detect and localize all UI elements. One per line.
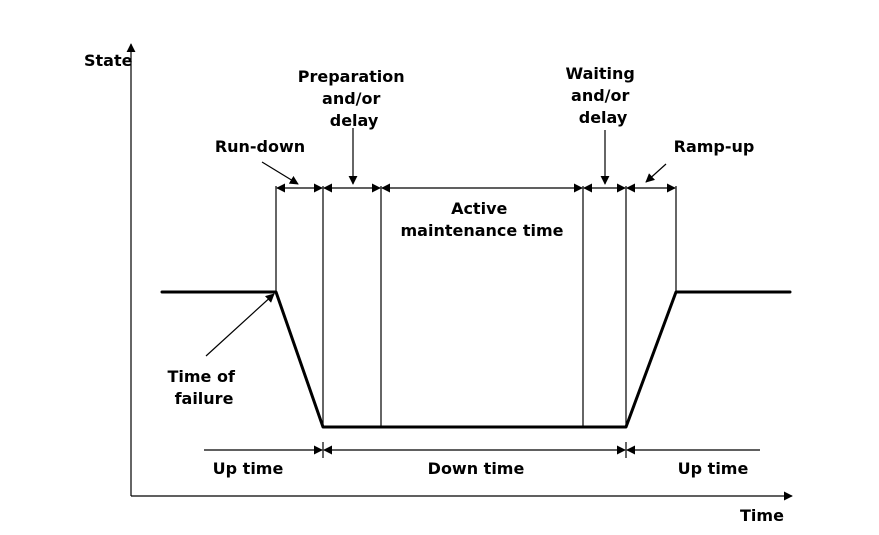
pointer-time-of-failure bbox=[205, 293, 275, 357]
label-time-of-failure: Time of failure bbox=[167, 367, 240, 408]
time-spans bbox=[204, 442, 760, 458]
label-active-maintenance: Active maintenance time bbox=[401, 199, 564, 240]
pointer-arrows bbox=[205, 128, 667, 357]
phase-dividers bbox=[275, 186, 677, 427]
label-up-time-right: Up time bbox=[678, 459, 749, 478]
label-run-down: Run-down bbox=[215, 137, 305, 156]
x-axis-label: Time bbox=[740, 506, 784, 525]
label-up-time-left: Up time bbox=[213, 459, 284, 478]
state-curve bbox=[160, 290, 792, 429]
label-preparation: Preparation and/or delay bbox=[298, 67, 411, 130]
label-ramp-up: Ramp-up bbox=[674, 137, 755, 156]
label-waiting: Waiting and/or delay bbox=[566, 64, 641, 127]
labels: Preparation and/or delay Waiting and/or … bbox=[167, 64, 754, 478]
label-down-time: Down time bbox=[428, 459, 525, 478]
axes: State Time bbox=[84, 43, 793, 525]
pointer-run-down bbox=[261, 161, 299, 185]
pointer-ramp-up bbox=[645, 163, 667, 183]
y-axis-label: State bbox=[84, 51, 133, 70]
